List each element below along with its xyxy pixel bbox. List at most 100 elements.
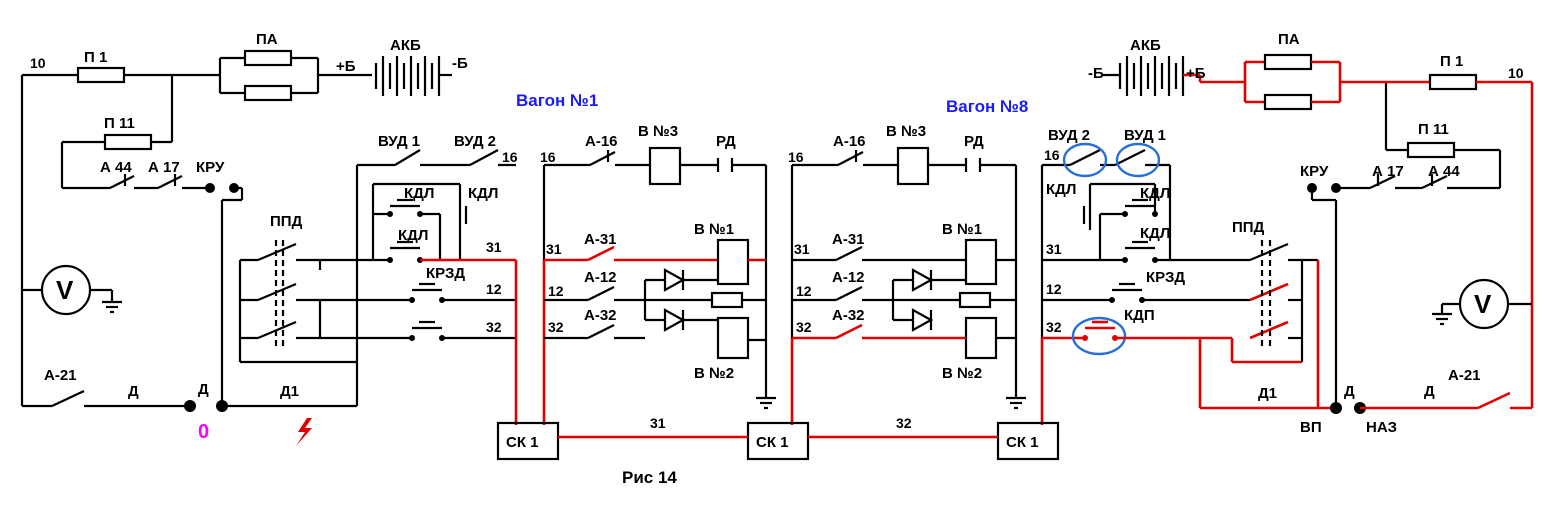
label-wire-16: 16: [502, 149, 518, 165]
label-kru: КРУ: [196, 159, 225, 176]
label-kdl-a: КДЛ: [404, 185, 434, 202]
r-label-kdl-c: КДЛ: [1140, 225, 1170, 242]
w1-label-wire-16: 16: [540, 149, 556, 165]
w1-label-v3: В №3: [638, 123, 678, 140]
r-label-sw-a21: А-21: [1448, 367, 1481, 384]
r-label-sw-a17: А 17: [1372, 163, 1404, 180]
label-plus-b: +Б: [336, 58, 356, 75]
highlight-vud1: [1115, 142, 1161, 178]
r-label-naz: НАЗ: [1366, 419, 1397, 436]
w1-label-a31: А-31: [584, 231, 617, 248]
label-kdl-b: КДЛ: [468, 185, 498, 202]
r-label-ppd: ППД: [1232, 219, 1265, 236]
w1-label-wire-32: 32: [548, 319, 564, 335]
figure-caption: Рис 14: [622, 468, 677, 487]
coupler-c-label: СК 1: [1006, 434, 1039, 451]
coupler-a-label: СК 1: [506, 434, 539, 451]
w1-label-wire-12: 12: [548, 283, 564, 299]
w8-label-a12: А-12: [832, 269, 865, 286]
wagon8-title: Вагон №8: [946, 97, 1028, 116]
r-label-wire-10: 10: [1508, 65, 1524, 81]
r-label-battery: АКБ: [1130, 37, 1161, 54]
label-d1: Д1: [280, 383, 299, 400]
voltmeter-left-symbol: V: [56, 275, 74, 305]
label-sw-a17: А 17: [148, 159, 180, 176]
label-fuse-p11: П 11: [104, 115, 135, 132]
r-label-wire-31: 31: [1046, 241, 1062, 257]
r-label-d: Д: [1344, 383, 1355, 400]
w1-label-v2: В №2: [694, 365, 734, 382]
w1-label-wire-31: 31: [546, 241, 562, 257]
highlight-kdp: [1071, 316, 1127, 356]
r-label-d-b: Д: [1424, 383, 1435, 400]
w1-label-v1: В №1: [694, 221, 734, 238]
fault-lightning-icon: [296, 418, 312, 446]
label-wire-12: 12: [486, 281, 502, 297]
battery-right: [1118, 56, 1185, 96]
wagon1-panel: [542, 146, 776, 425]
battery-left: [374, 56, 452, 96]
wagon1-title: Вагон №1: [516, 91, 598, 110]
r-label-vud2: ВУД 2: [1048, 127, 1090, 144]
w8-label-rd: РД: [964, 133, 984, 150]
w8-label-v3: В №3: [886, 123, 926, 140]
label-battery: АКБ: [390, 37, 421, 54]
label-fuse-pa: ПА: [256, 31, 278, 48]
label-d-b: Д: [198, 381, 209, 398]
left-panel: [20, 49, 516, 446]
wagon8-panel: [790, 146, 1026, 410]
w1-label-a32: А-32: [584, 307, 617, 324]
r-label-wire-32: 32: [1046, 319, 1062, 335]
highlight-vud2: [1062, 142, 1108, 178]
w8-label-v1: В №1: [942, 221, 982, 238]
r-label-kdp: КДП: [1124, 307, 1155, 324]
train-line-31: 31: [650, 415, 666, 431]
labels: Вагон №1 Вагон №8 Рис 14 10 П 1 ПА +Б АК…: [30, 31, 1524, 487]
label-wire-32: 32: [486, 319, 502, 335]
train-lines: [496, 421, 1060, 461]
r-label-plus-b: +Б: [1186, 65, 1206, 82]
w8-label-a16: А-16: [833, 133, 866, 150]
w8-label-v2: В №2: [942, 365, 982, 382]
label-d-a: Д: [128, 383, 139, 400]
voltmeter-right-symbol: V: [1474, 289, 1492, 319]
label-ppd: ППД: [270, 213, 303, 230]
label-fuse-p1: П 1: [84, 49, 107, 66]
r-label-fuse-p1: П 1: [1440, 53, 1463, 70]
label-minus-b: -Б: [452, 55, 468, 72]
label-wire-10: 10: [30, 55, 46, 71]
r-label-kdl-b: КДЛ: [1140, 185, 1170, 202]
right-panel: [1040, 53, 1534, 425]
coupler-box-a: [496, 421, 560, 461]
r-label-wire-12: 12: [1046, 281, 1062, 297]
coupler-b-label: СК 1: [756, 434, 789, 451]
label-sw-a44: А 44: [100, 159, 132, 176]
r-label-fuse-p11: П 11: [1418, 121, 1449, 138]
w8-label-a31: А-31: [832, 231, 865, 248]
coupler-box-c: [996, 421, 1060, 461]
label-vud2: ВУД 2: [454, 133, 496, 150]
train-line-32: 32: [896, 415, 912, 431]
r-label-krzd: КРЗД: [1146, 269, 1185, 286]
r-label-kdl-a: КДЛ: [1046, 181, 1076, 198]
r-label-fuse-pa: ПА: [1278, 31, 1300, 48]
label-zero: 0: [198, 421, 209, 443]
w8-label-wire-31: 31: [794, 241, 810, 257]
r-label-kru: КРУ: [1300, 163, 1329, 180]
label-kdl-c: КДЛ: [398, 227, 428, 244]
r-label-sw-a44: А 44: [1428, 163, 1460, 180]
w8-label-wire-12: 12: [796, 283, 812, 299]
r-label-vp: ВП: [1300, 419, 1322, 436]
r-label-wire-16: 16: [1044, 147, 1060, 163]
w8-label-wire-16: 16: [788, 149, 804, 165]
r-label-minus-b: -Б: [1088, 65, 1104, 82]
label-wire-31: 31: [486, 239, 502, 255]
w1-label-rd: РД: [716, 133, 736, 150]
r-label-d1: Д1: [1258, 385, 1277, 402]
fuse-p1: [76, 66, 126, 84]
w1-label-a12: А-12: [584, 269, 617, 286]
label-vud1: ВУД 1: [378, 133, 420, 150]
label-sw-a21: А-21: [44, 367, 77, 384]
